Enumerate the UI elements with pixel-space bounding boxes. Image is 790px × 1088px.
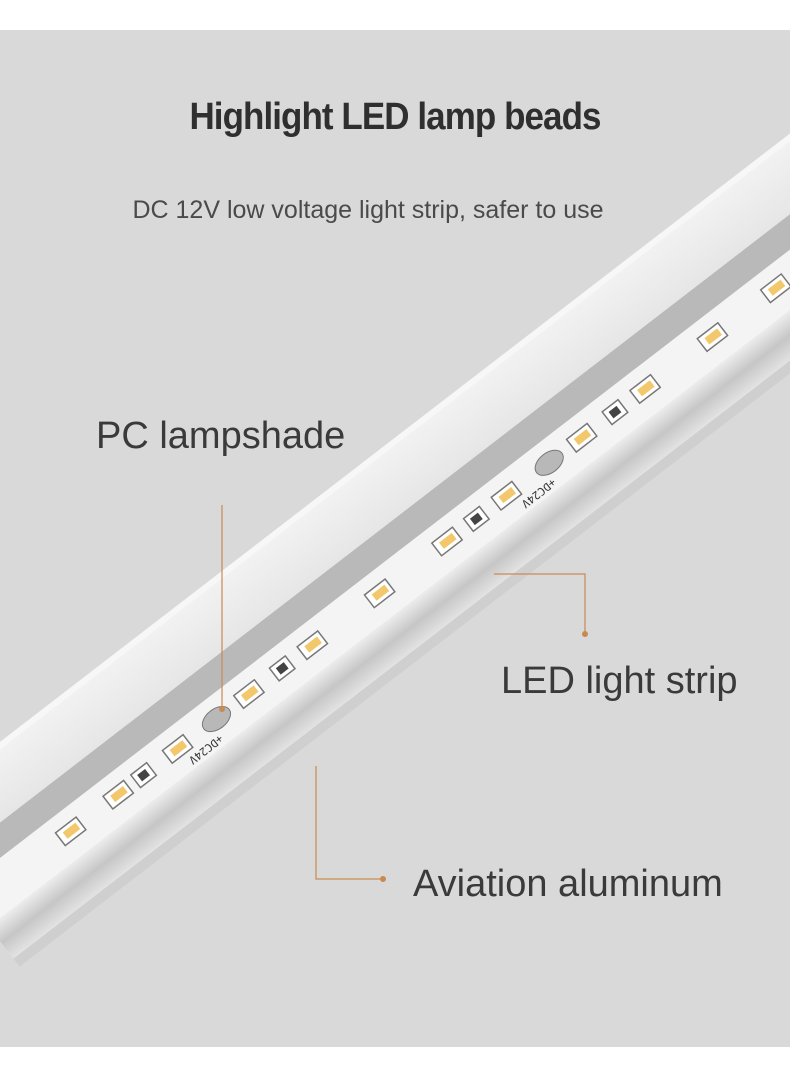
page-subtitle: DC 12V low voltage light strip, safer to… bbox=[132, 196, 604, 224]
pc-lampshade-body bbox=[0, 87, 790, 867]
pc-lampshade-edge bbox=[0, 83, 790, 821]
led-strip-label: LED light strip bbox=[501, 660, 738, 702]
led-strip-illustration: +DC24V +DC24V bbox=[0, 83, 790, 967]
aluminum-dot bbox=[380, 876, 386, 882]
pc-lampshade-dot bbox=[219, 706, 225, 712]
aluminum-lip bbox=[13, 226, 790, 967]
led-chips bbox=[54, 272, 790, 847]
aluminum-label: Aviation aluminum bbox=[413, 863, 723, 905]
aluminum-profile bbox=[0, 194, 790, 959]
led-strip-dot bbox=[582, 631, 588, 637]
pc-lampshade-label: PC lampshade bbox=[96, 415, 346, 457]
product-image-panel: Highlight LED lamp beads DC 12V low volt… bbox=[0, 30, 790, 1047]
inner-channel bbox=[0, 134, 790, 889]
page-title: Highlight LED lamp beads bbox=[189, 96, 601, 138]
aluminum-leader bbox=[315, 766, 383, 880]
led-strip-leader bbox=[494, 573, 586, 633]
